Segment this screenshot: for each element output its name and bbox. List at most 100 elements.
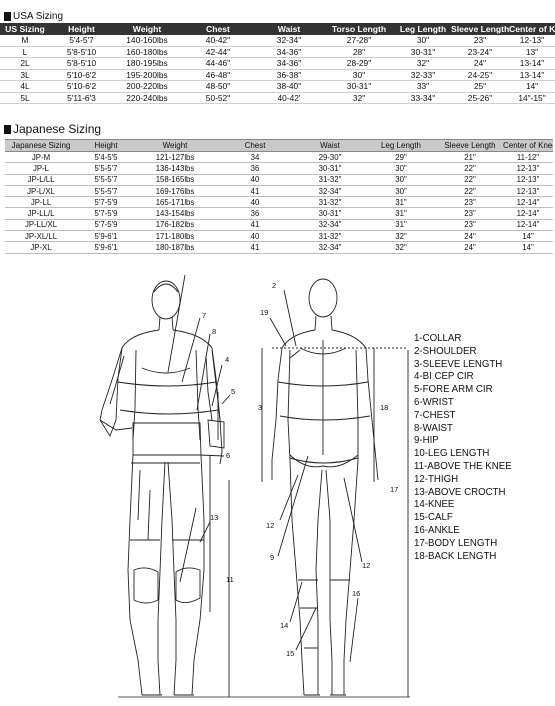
- table-cell: 5'7-5'9: [77, 196, 135, 209]
- legend-item: 8-WAIST: [414, 422, 453, 434]
- table-cell: 180-187lbs: [135, 241, 215, 254]
- table-cell: 12-14": [503, 207, 553, 220]
- table-cell: 176-182lbs: [135, 219, 215, 232]
- table-cell: JP-L/LL: [5, 174, 77, 186]
- table-cell: 38-40": [255, 80, 323, 93]
- label-15: 15: [286, 649, 294, 658]
- table-cell: 30-31": [323, 80, 395, 93]
- back-figure: [271, 278, 379, 696]
- table-cell: 11-12": [503, 151, 553, 164]
- table-cell: 33": [395, 80, 451, 93]
- table-cell: 13-14": [509, 57, 555, 70]
- table-cell: 23": [437, 207, 503, 220]
- table-cell: 23-24": [451, 46, 509, 58]
- legend-item: 16-ANKLE: [414, 524, 460, 536]
- table-cell: 158-165lbs: [135, 174, 215, 186]
- table-cell: 5'4-5'5: [77, 151, 135, 164]
- col-header-sleeve-length: Sleeve Length: [451, 23, 509, 35]
- usa-sizing-title-text: USA Sizing: [13, 11, 64, 22]
- table-cell: 41: [215, 241, 295, 254]
- label-14: 14: [280, 621, 288, 630]
- table-cell: 32-34": [255, 35, 323, 47]
- table-cell: 30": [365, 185, 437, 198]
- table-cell: 22": [437, 162, 503, 175]
- legend-item: 18-BACK LENGTH: [414, 550, 497, 562]
- legend-item: 4-BI CEP CIR: [414, 371, 474, 383]
- label-12: 12: [362, 561, 370, 570]
- table-cell: 30-31": [295, 207, 365, 220]
- col-header-japanese-sizing: Japanese Sizing: [5, 139, 77, 152]
- col-header-torso-length: Torso Length: [323, 23, 395, 35]
- table-cell: 36: [215, 207, 295, 220]
- table-cell: 220-240lbs: [113, 92, 181, 104]
- table-cell: 27-28": [323, 35, 395, 47]
- table-cell: 23": [437, 196, 503, 209]
- table-cell: 3L: [0, 69, 50, 81]
- table-cell: 32": [323, 92, 395, 104]
- col-header-waist: Waist: [255, 23, 323, 35]
- table-cell: JP-LL/L: [5, 207, 77, 220]
- table-cell: 41: [215, 219, 295, 232]
- table-cell: 14"-15": [509, 92, 555, 104]
- table-cell: 24": [451, 57, 509, 70]
- legend-item: 1-COLLAR: [414, 333, 462, 344]
- table-cell: 32-34": [295, 219, 365, 232]
- table-cell: 22": [437, 185, 503, 198]
- table-cell: 25": [451, 80, 509, 93]
- table-cell: 4L: [0, 80, 50, 93]
- table-cell: 23": [437, 219, 503, 232]
- table-cell: 31-32": [295, 230, 365, 243]
- table-cell: 40-42": [181, 35, 255, 47]
- table-cell: 5'5-5'7: [77, 162, 135, 175]
- table-cell: JP-XL/LL: [5, 230, 77, 243]
- table-cell: 31": [365, 196, 437, 209]
- table-cell: 143-154lbs: [135, 207, 215, 220]
- table-cell: 165-171lbs: [135, 196, 215, 209]
- table-cell: 42-44": [181, 46, 255, 58]
- usa-sizing-title: USA Sizing: [4, 11, 63, 22]
- label-6: 12: [266, 521, 274, 530]
- table-cell: 32-34": [295, 241, 365, 254]
- table-cell: 30": [395, 35, 451, 47]
- table-cell: 40: [215, 174, 295, 186]
- table-cell: 12-13": [503, 185, 553, 198]
- table-cell: 12-13": [509, 35, 555, 47]
- legend-item: 3-SLEEVE LENGTH: [414, 358, 503, 370]
- col-header-height: Height: [50, 23, 113, 35]
- table-cell: 30": [365, 174, 437, 186]
- label-8: 8: [212, 327, 216, 336]
- table-cell: 24": [437, 241, 503, 254]
- col-header-chest: Chest: [215, 139, 295, 152]
- col-header-weight: Weight: [135, 139, 215, 152]
- label-17: 17: [390, 485, 398, 494]
- table-cell: 28": [323, 46, 395, 58]
- table-cell: 200-220lbs: [113, 80, 181, 93]
- label-5: 5: [231, 387, 235, 396]
- table-cell: 160-180lbs: [113, 46, 181, 58]
- table-cell: 136-143lbs: [135, 162, 215, 175]
- table-cell: 12-13": [503, 174, 553, 186]
- table-cell: 40: [215, 196, 295, 209]
- table-cell: 5'7-5'9: [77, 219, 135, 232]
- table-cell: JP-LL: [5, 196, 77, 209]
- table-cell: 24": [437, 230, 503, 243]
- table-cell: 31-32": [295, 196, 365, 209]
- table-cell: 50-52": [181, 92, 255, 104]
- label-3: 3: [258, 403, 262, 412]
- col-header-center-of-knee: Center of Knee: [509, 23, 555, 35]
- table-cell: 5'4-5'7: [50, 35, 113, 47]
- table-cell: 5'8-5'10: [50, 46, 113, 58]
- label-4: 4: [225, 355, 229, 364]
- square-bullet-icon: [4, 12, 11, 21]
